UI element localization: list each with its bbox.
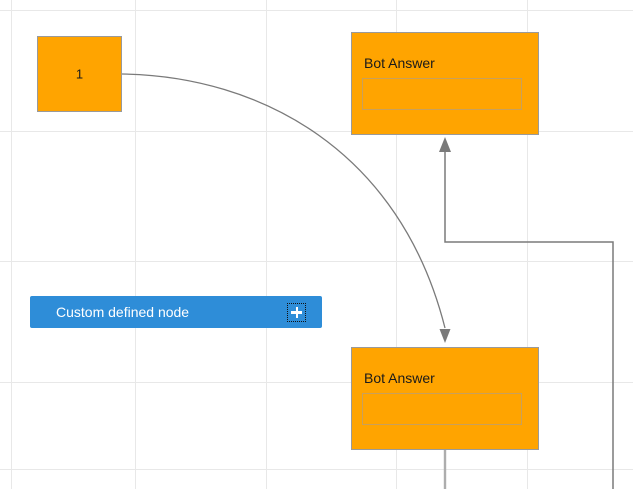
node-slot-field[interactable] [362, 393, 522, 425]
edge-curved-node1-to-bot-answer-bottom[interactable] [121, 73, 451, 343]
custom-defined-node-bar[interactable]: Custom defined node [30, 296, 322, 328]
node-slot-field[interactable] [362, 78, 522, 110]
node-number-label: 1 [75, 66, 84, 82]
node-bot-answer-bottom[interactable]: Bot Answer [351, 347, 539, 450]
node-bot-answer-top[interactable]: Bot Answer [351, 32, 539, 135]
plus-icon-vertical-bar [295, 306, 298, 318]
node-title-label: Bot Answer [364, 55, 435, 71]
edge-orthogonal-bot-answer-bottom-to-top[interactable] [439, 137, 614, 489]
node-numbered-1[interactable]: 1 [37, 36, 122, 112]
node-title-label: Bot Answer [364, 370, 435, 386]
custom-defined-node-label: Custom defined node [56, 304, 190, 320]
plus-icon[interactable] [287, 302, 306, 322]
